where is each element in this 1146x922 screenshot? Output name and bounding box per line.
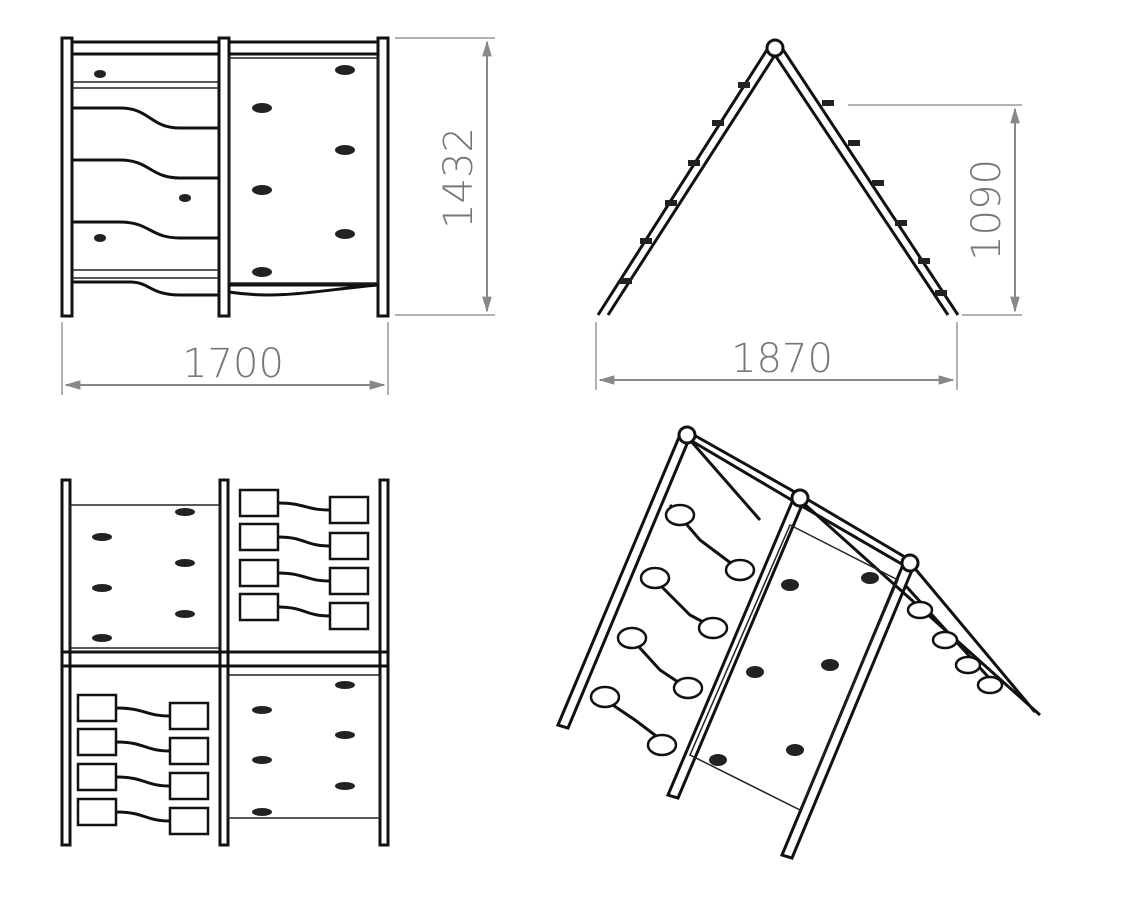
top-view [60, 478, 390, 847]
rung-pads-lower [76, 693, 210, 836]
left-post [60, 36, 74, 318]
board-holds [94, 65, 355, 277]
board-top-left [69, 504, 221, 649]
side-view: 1090 1870 [595, 38, 1022, 390]
middle-post [217, 36, 231, 318]
iso-board [689, 523, 899, 812]
front-height-dimension: 1432 [436, 127, 482, 229]
front-view: 1432 1700 [60, 36, 495, 395]
left-panel-rungs [72, 81, 219, 297]
front-width-dimension: 1700 [182, 341, 284, 387]
iso-rungs [589, 503, 1004, 757]
board-bottom-right [227, 674, 381, 819]
isometric-view [555, 425, 1042, 860]
rung-pads-upper [238, 488, 370, 631]
right-post [376, 36, 390, 318]
side-holds [620, 82, 947, 296]
climbing-board [228, 57, 379, 284]
side-height-dimension: 1090 [964, 159, 1010, 261]
side-width-dimension: 1870 [731, 336, 833, 382]
